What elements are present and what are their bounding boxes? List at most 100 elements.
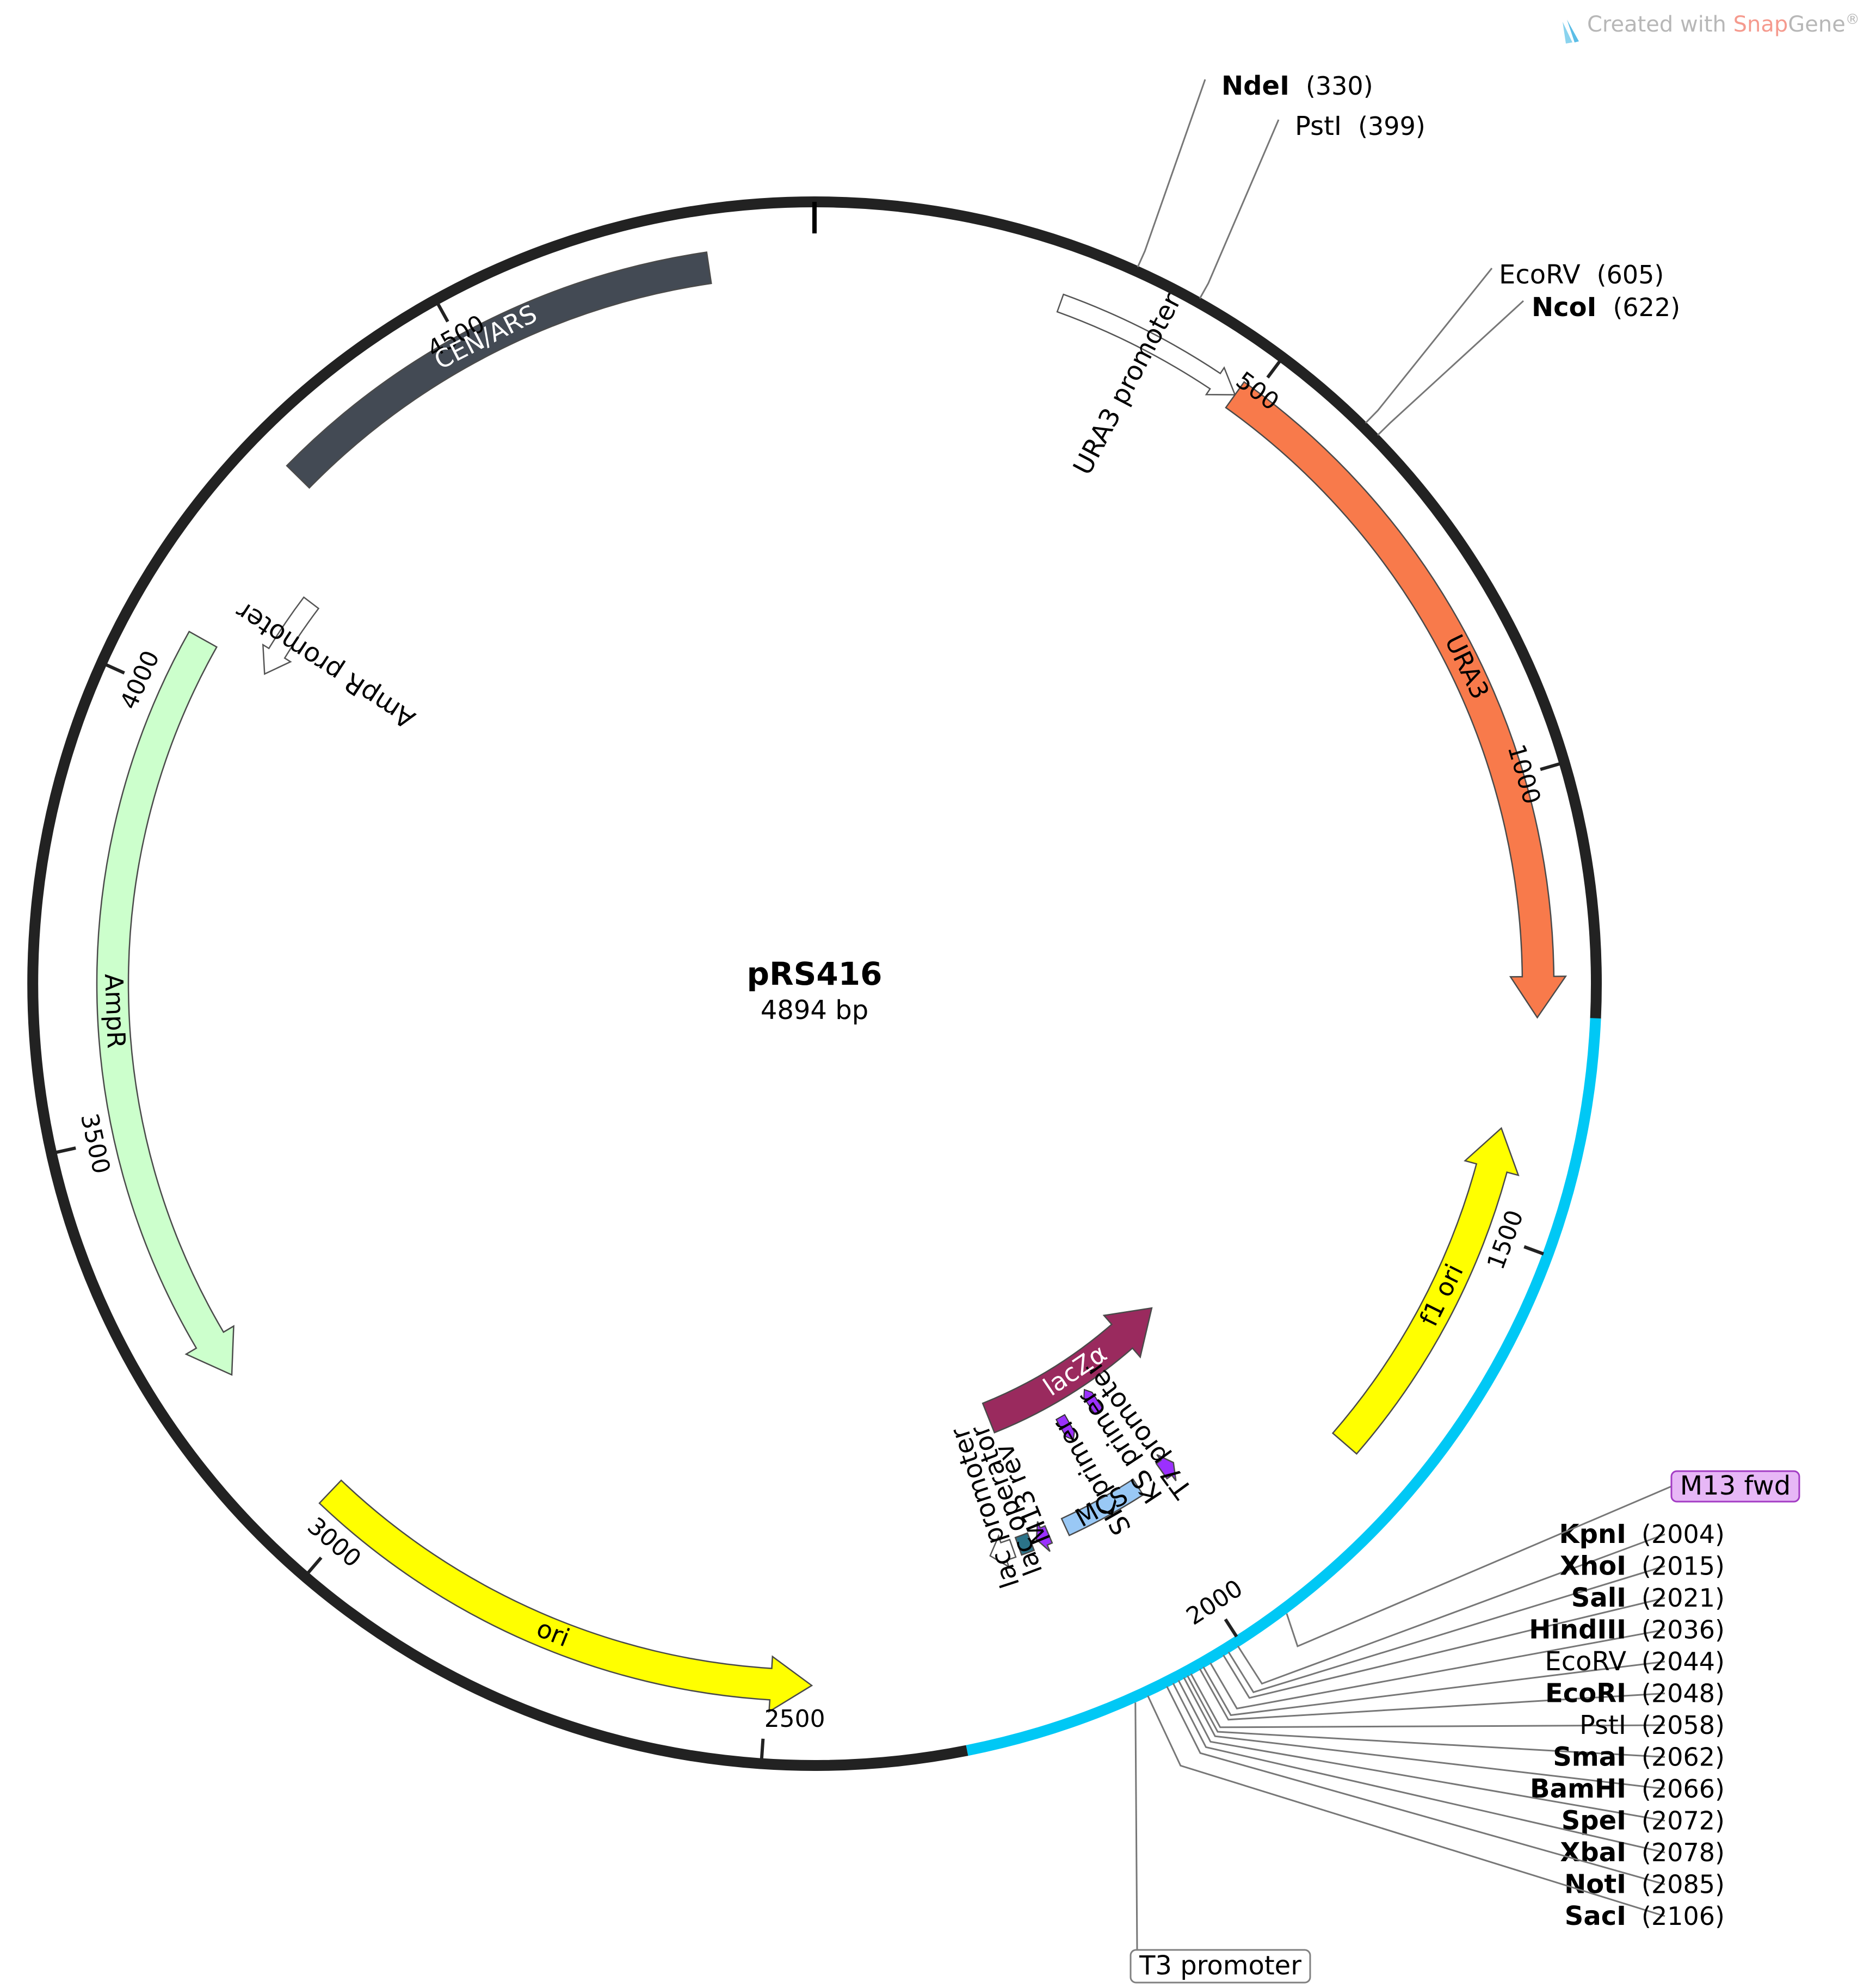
site-position: (2078) [1641,1838,1725,1867]
sk-primer-primer [1055,1413,1075,1441]
m13-rev-feature [1035,1521,1053,1552]
tick-mark-1500 [1523,1245,1544,1256]
backbone-highlight [966,1018,1601,1756]
tick-label-2000: 2000 [1181,1575,1248,1631]
site-position: (330) [1306,71,1373,101]
mcs-site-label: SacI (2106) [1565,1901,1725,1931]
site-position: (2066) [1641,1774,1725,1804]
watermark-mark: ® [1846,11,1860,28]
mcs-site-leader [1177,1680,1665,1822]
mcs-site-leader [1199,1668,1665,1721]
site-position: (2106) [1641,1901,1725,1931]
site-position: (2021) [1641,1583,1725,1613]
mcs-site-label: PstI (2058) [1579,1710,1725,1740]
site-position: (2036) [1641,1615,1725,1645]
snapgene-logo-icon [1563,20,1579,44]
tick-mark-4500 [436,302,449,323]
ampr-label: AmpR [99,973,131,1049]
mcs-site-label: SpeI(2072) [1562,1806,1725,1836]
site-position: (605) [1597,260,1664,289]
site-name: BamHI [1530,1774,1626,1804]
mcs-site-label: KpnI (2004) [1559,1519,1725,1549]
site-leader-line [1377,300,1525,436]
site-position: (2062) [1641,1743,1725,1772]
t3-promoter-leader [1134,1702,1138,1950]
site-position: (2085) [1641,1870,1725,1899]
cen-ars-feature [286,251,712,489]
ampr-promoter-label: AmpR promoter [230,595,421,734]
site-position: (2015) [1641,1552,1725,1581]
lac-promoter-feature [989,1534,1017,1569]
watermark-prefix: Created with [1587,12,1733,37]
mcs-site-label: SmaI (2062) [1553,1742,1725,1773]
site-name: PstI [1579,1710,1626,1740]
tick-mark-4000 [104,663,125,675]
site-label: EcoRV (605) [1499,260,1664,290]
site-position: (622) [1613,293,1680,322]
site-position: (2058) [1641,1711,1725,1740]
snapgene-watermark: Created with SnapGene® [1563,11,1860,44]
t3-promoter-box [1130,1949,1311,1984]
ampr-promoter-feature [262,596,320,675]
mcs-site-leader [1209,1629,1665,1709]
ampr-feature [96,631,234,1376]
m13-fwd-box [1670,1470,1800,1503]
mcs-site-label: HindIII (2036) [1529,1615,1725,1645]
m13-fwd-leader [1286,1485,1672,1647]
site-position: (399) [1358,112,1425,141]
mcs-site-label: EcoRI(2048) [1545,1678,1725,1709]
m13-fwd-label: M13 fwd [1680,1471,1791,1501]
watermark-brand-a: Snap [1733,12,1788,37]
ks-primer-primer [1083,1388,1104,1415]
site-name: PstI [1295,111,1342,141]
backbone-ring [27,196,968,1771]
t7-promoter-feature [1155,1454,1177,1481]
mcs-site-leader [1223,1597,1665,1699]
mcs-site-label: EcoRV (2044) [1545,1646,1725,1677]
plasmid-title: pRS416 4894 bp [746,955,882,1026]
features-layer [96,251,1567,1713]
mcs-site-leader [1190,1673,1665,1728]
site-name: EcoRV [1545,1646,1626,1677]
site-name: SacI [1565,1901,1626,1931]
svg-text:Created with SnapGene®: Created with SnapGene® [1587,11,1860,37]
mcs-feature [1060,1478,1144,1536]
site-leader-line [1199,119,1280,299]
mcs-site-leader [1237,1533,1665,1685]
mcs-site-leader [1202,1660,1665,1717]
site-name: EcoRV [1499,260,1581,290]
site-position: (2044) [1641,1647,1725,1676]
plasmid-name: pRS416 [746,955,882,992]
site-name: KpnI [1559,1519,1626,1549]
site-name: XhoI [1560,1551,1626,1582]
site-name: SmaI [1553,1742,1626,1773]
mcs-site-label: XbaI (2078) [1560,1837,1725,1868]
tick-mark-500 [1266,360,1282,379]
site-name: SalI [1571,1583,1626,1613]
lacz-alpha-feature [982,1307,1153,1434]
site-name: XbaI [1560,1837,1626,1868]
backbone-ring-start [814,196,1602,1020]
mcs-site-label: BamHI (2066) [1530,1774,1725,1804]
mcs-site-leader [1227,1565,1665,1694]
mcs-site-label: NotI(2085) [1564,1869,1725,1900]
mcs-site-label: XhoI (2015) [1560,1551,1725,1582]
site-position: (2072) [1641,1806,1725,1836]
tick-label-3500: 3500 [75,1111,115,1176]
tick-mark-1000 [1540,762,1561,771]
ori-feature [318,1479,813,1713]
site-label: NdeI (330) [1221,71,1373,101]
tick-mark-3000 [306,1556,323,1575]
ura3-feature [1225,381,1567,1019]
mcs-site-label: SalI (2021) [1571,1583,1725,1613]
site-position: (2004) [1641,1520,1725,1549]
mcs-site-leader [1172,1683,1665,1854]
tick-mark-2000 [1224,1618,1238,1638]
tick-mark-3500 [55,1146,76,1154]
site-name: HindIII [1529,1615,1626,1645]
backbone-layer [27,196,1602,1771]
watermark-brand-b: Gene [1788,12,1846,37]
site-name: NdeI [1221,71,1289,101]
mcs-site-leader [1166,1686,1665,1885]
tick-label-2500: 2500 [764,1705,825,1733]
